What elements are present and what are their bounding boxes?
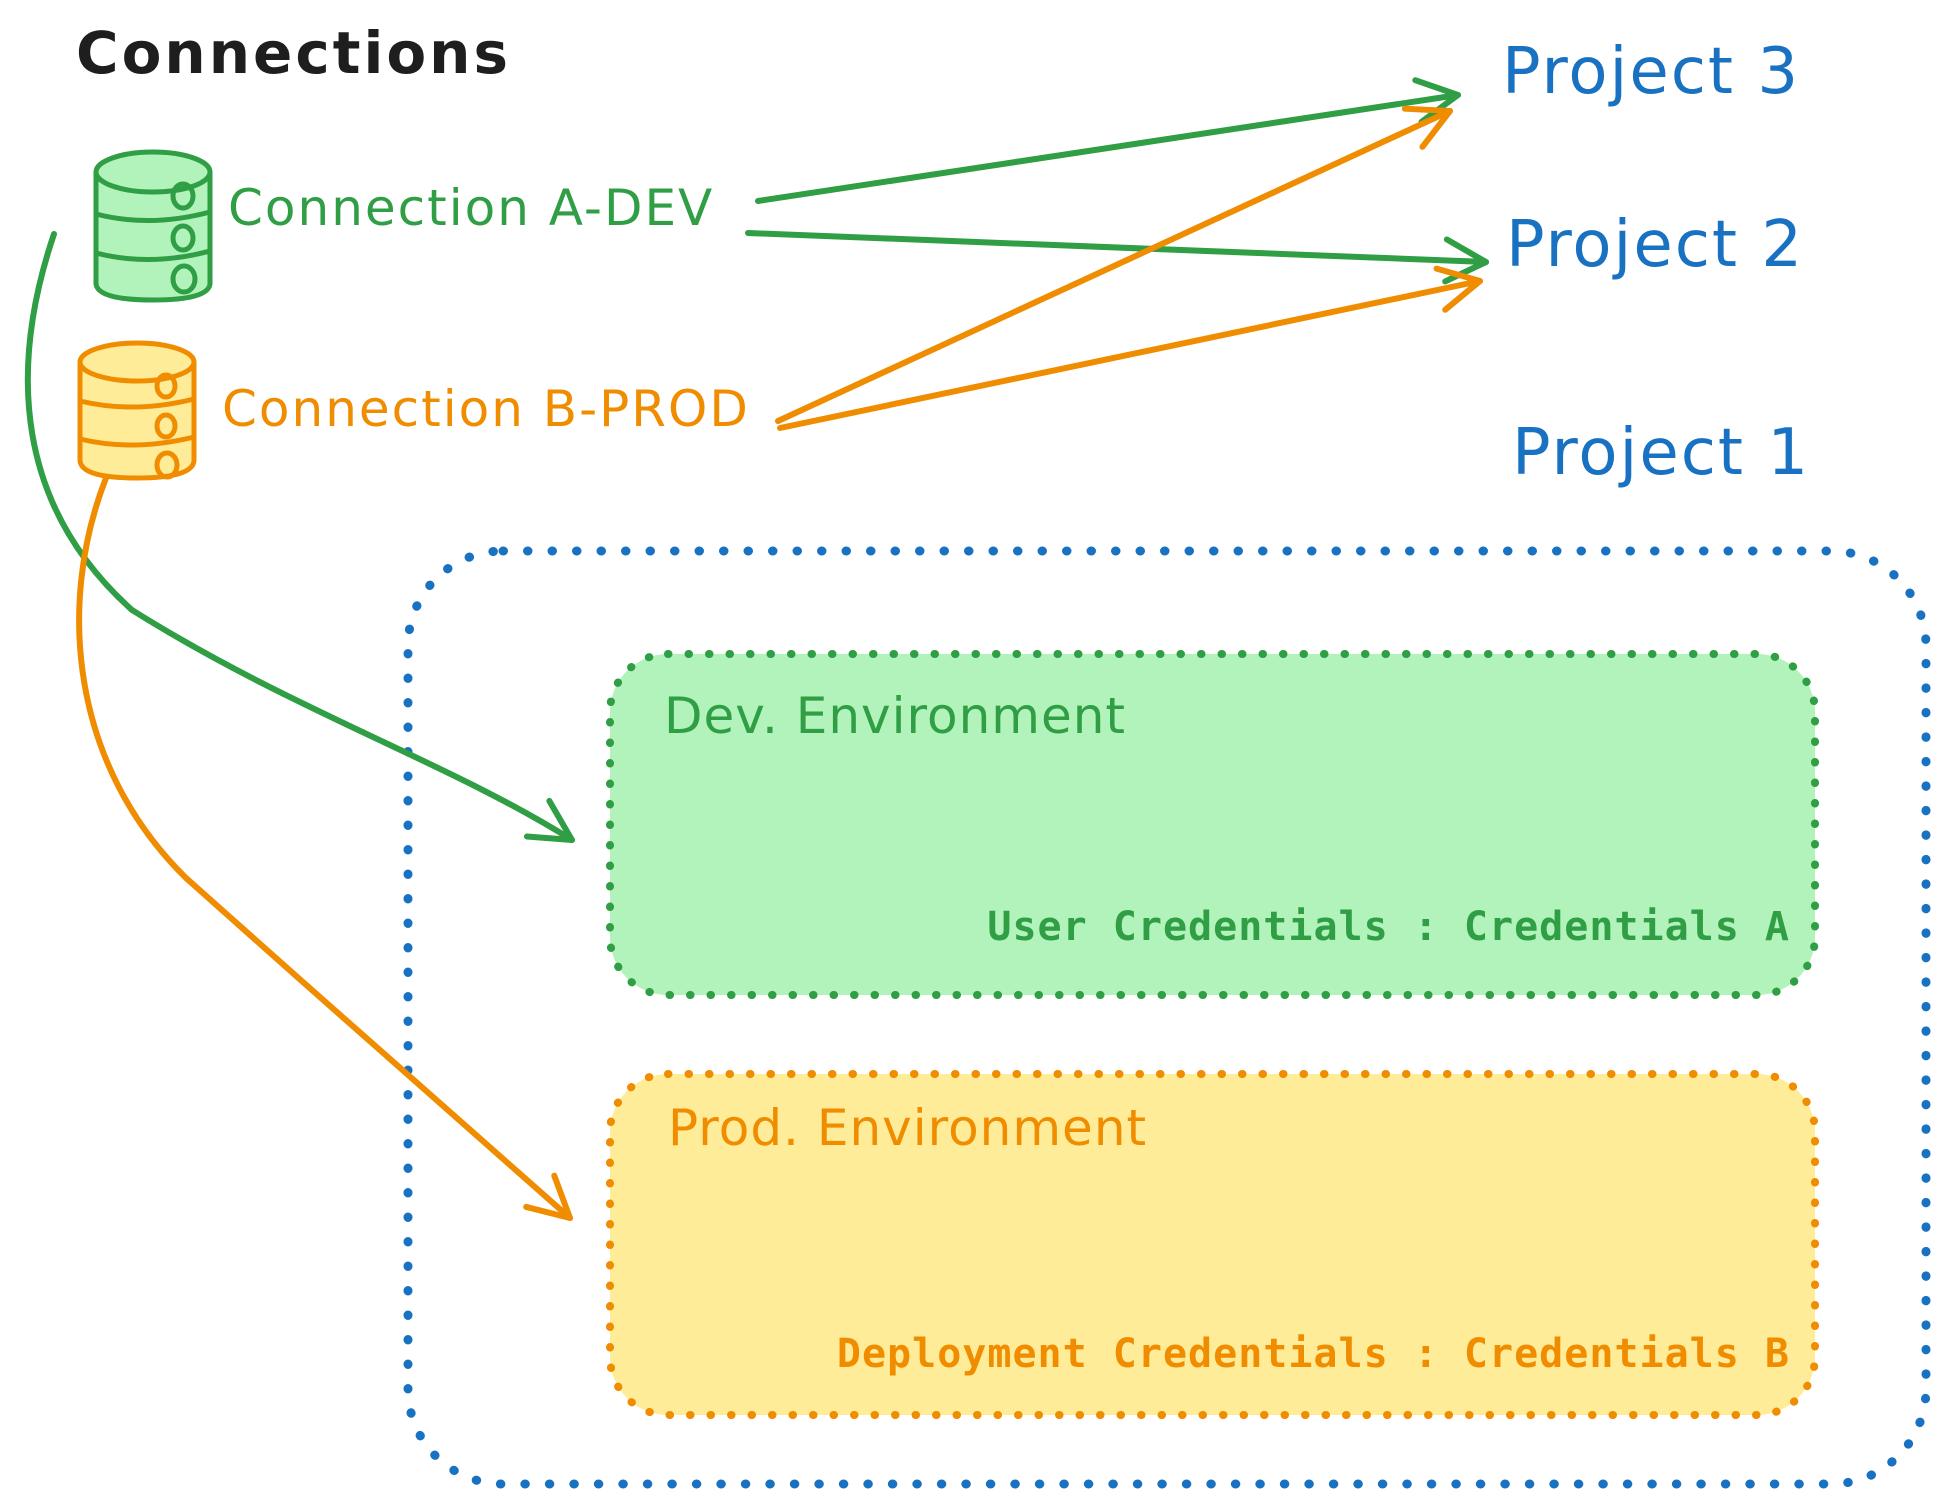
connection-a-dev-label: Connection A-DEV	[228, 179, 715, 237]
project-2-label: Project 2	[1506, 208, 1805, 282]
diagram-title: Connections	[76, 19, 511, 87]
prod-environment-box	[606, 1070, 1819, 1419]
database-icon	[93, 149, 213, 303]
arrow-adev-to-project2	[745, 230, 1489, 285]
project-1-label: Project 1	[1512, 416, 1811, 490]
arrow-adev-to-project3	[755, 77, 1461, 204]
arrow-bprod-to-project3	[775, 105, 1453, 424]
arrow-adev-to-dev-environment	[24, 231, 575, 843]
project-1-boundary-box	[403, 546, 1931, 1489]
arrow-bprod-to-project2	[777, 265, 1483, 431]
dev-environment-credentials: User Credentials : Credentials A	[987, 904, 1790, 950]
database-icon	[77, 340, 197, 481]
project-3-label: Project 3	[1502, 35, 1801, 109]
dev-environment-title: Dev. Environment	[664, 687, 1127, 745]
dev-environment-box	[606, 650, 1819, 999]
prod-environment-credentials: Deployment Credentials : Credentials B	[836, 1331, 1790, 1377]
arrow-bprod-to-prod-environment	[76, 475, 573, 1221]
prod-environment-title: Prod. Environment	[668, 1099, 1148, 1157]
connection-b-prod-label: Connection B-PROD	[222, 380, 750, 438]
